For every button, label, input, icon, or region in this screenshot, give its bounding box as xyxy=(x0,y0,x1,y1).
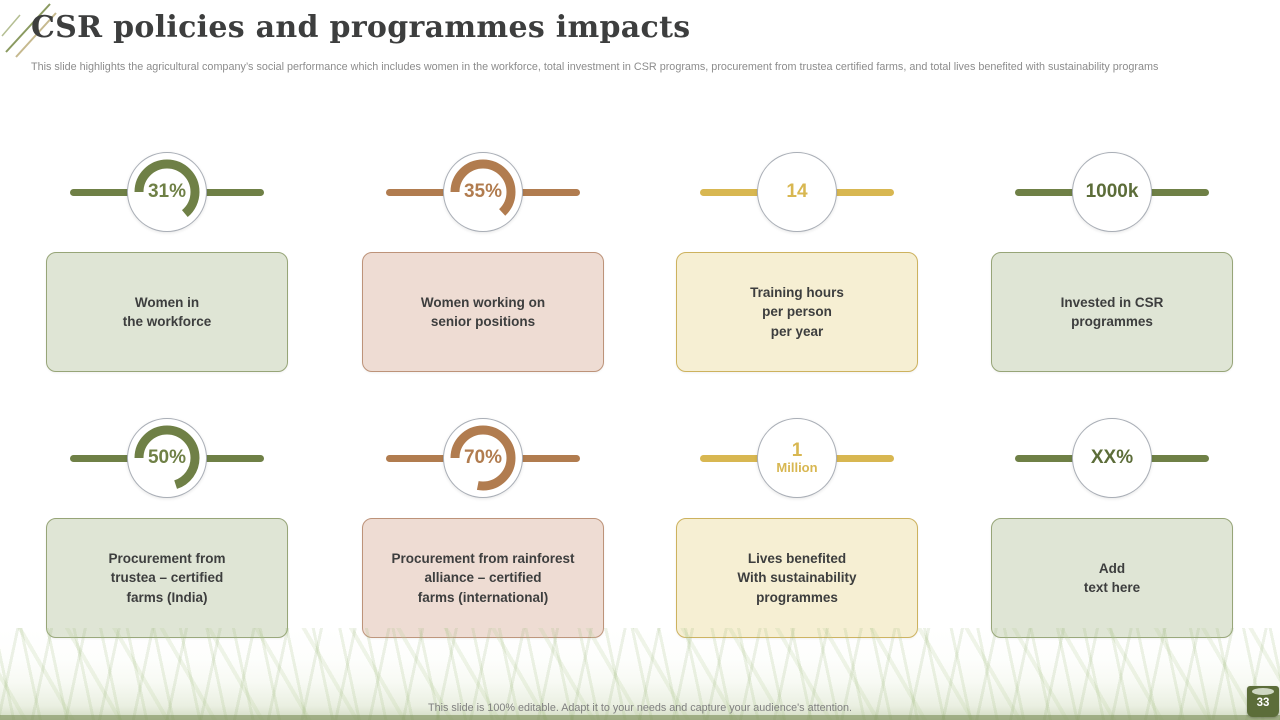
page-number: 33 xyxy=(1256,697,1270,709)
stat-connector: 14 xyxy=(676,150,918,234)
progress-arc xyxy=(134,425,200,491)
stat-value: 14 xyxy=(786,181,808,203)
stat-value: 70% xyxy=(463,447,503,469)
progress-arc xyxy=(134,159,200,225)
stat-card-training-hours: 14 Training hours per person per year xyxy=(676,150,918,372)
stat-value-sub: Million xyxy=(776,459,818,475)
stat-connector: 70% xyxy=(362,416,604,500)
stat-label: Procurement from rainforest alliance – c… xyxy=(391,551,575,605)
page-number-badge: 33 xyxy=(1247,686,1279,717)
stat-circle: 35% xyxy=(443,152,523,232)
stat-label-box: Procurement from rainforest alliance – c… xyxy=(362,518,604,638)
stat-label: Training hours per person per year xyxy=(750,285,844,339)
stat-card-rainforest-farms: 70% Procurement from rainforest alliance… xyxy=(362,416,604,638)
stat-label-box: Procurement from trustea – certified far… xyxy=(46,518,288,638)
stat-value: 35% xyxy=(463,181,503,203)
stat-connector: 50% xyxy=(46,416,288,500)
stat-connector: 1000k xyxy=(991,150,1233,234)
sack-top-icon xyxy=(1252,688,1274,695)
stat-label-box: Add text here xyxy=(991,518,1233,638)
stat-label: Lives benefited With sustainability prog… xyxy=(737,551,857,605)
progress-arc xyxy=(450,159,516,225)
stat-label: Women working on senior positions xyxy=(420,294,546,329)
stat-card-trustea-farms: 50% Procurement from trustea – certified… xyxy=(46,416,288,638)
stat-connector: 35% xyxy=(362,150,604,234)
stat-label: Women in the workforce xyxy=(122,294,212,329)
footer-note: This slide is 100% editable. Adapt it to… xyxy=(427,702,852,714)
stat-label-box: Invested in CSR programmes xyxy=(991,252,1233,372)
stat-label: Invested in CSR programmes xyxy=(1060,294,1164,329)
stat-card-women-workforce: 31% Women in the workforce xyxy=(46,150,288,372)
slide-subtitle: This slide highlights the agricultural c… xyxy=(31,61,1159,73)
stat-circle: 14 xyxy=(757,152,837,232)
stat-value: XX% xyxy=(1090,447,1134,469)
stat-label-box: Women working on senior positions xyxy=(362,252,604,372)
stat-label: Procurement from trustea – certified far… xyxy=(108,551,226,605)
stat-label-box: Women in the workforce xyxy=(46,252,288,372)
stat-circle: 50% xyxy=(127,418,207,498)
stat-connector: 31% xyxy=(46,150,288,234)
stat-label-box: Training hours per person per year xyxy=(676,252,918,372)
stat-label-box: Lives benefited With sustainability prog… xyxy=(676,518,918,638)
stat-value: 1 xyxy=(791,439,803,461)
stat-card-placeholder: XX% Add text here xyxy=(991,416,1233,638)
stat-circle: 31% xyxy=(127,152,207,232)
stat-connector: XX% xyxy=(991,416,1233,500)
stat-card-women-senior: 35% Women working on senior positions xyxy=(362,150,604,372)
progress-arc xyxy=(450,425,516,491)
stat-value: 31% xyxy=(147,181,187,203)
slide-title: CSR policies and programmes impacts xyxy=(31,10,691,45)
stat-circle: 1000k xyxy=(1072,152,1152,232)
stat-value: 1000k xyxy=(1085,181,1139,203)
stat-label: Add text here xyxy=(1083,560,1141,595)
corner-lines-decoration xyxy=(1,3,57,58)
stat-circle: 70% xyxy=(443,418,523,498)
stat-circle: XX% xyxy=(1072,418,1152,498)
stat-value: 50% xyxy=(147,447,187,469)
stat-card-csr-investment: 1000k Invested in CSR programmes xyxy=(991,150,1233,372)
